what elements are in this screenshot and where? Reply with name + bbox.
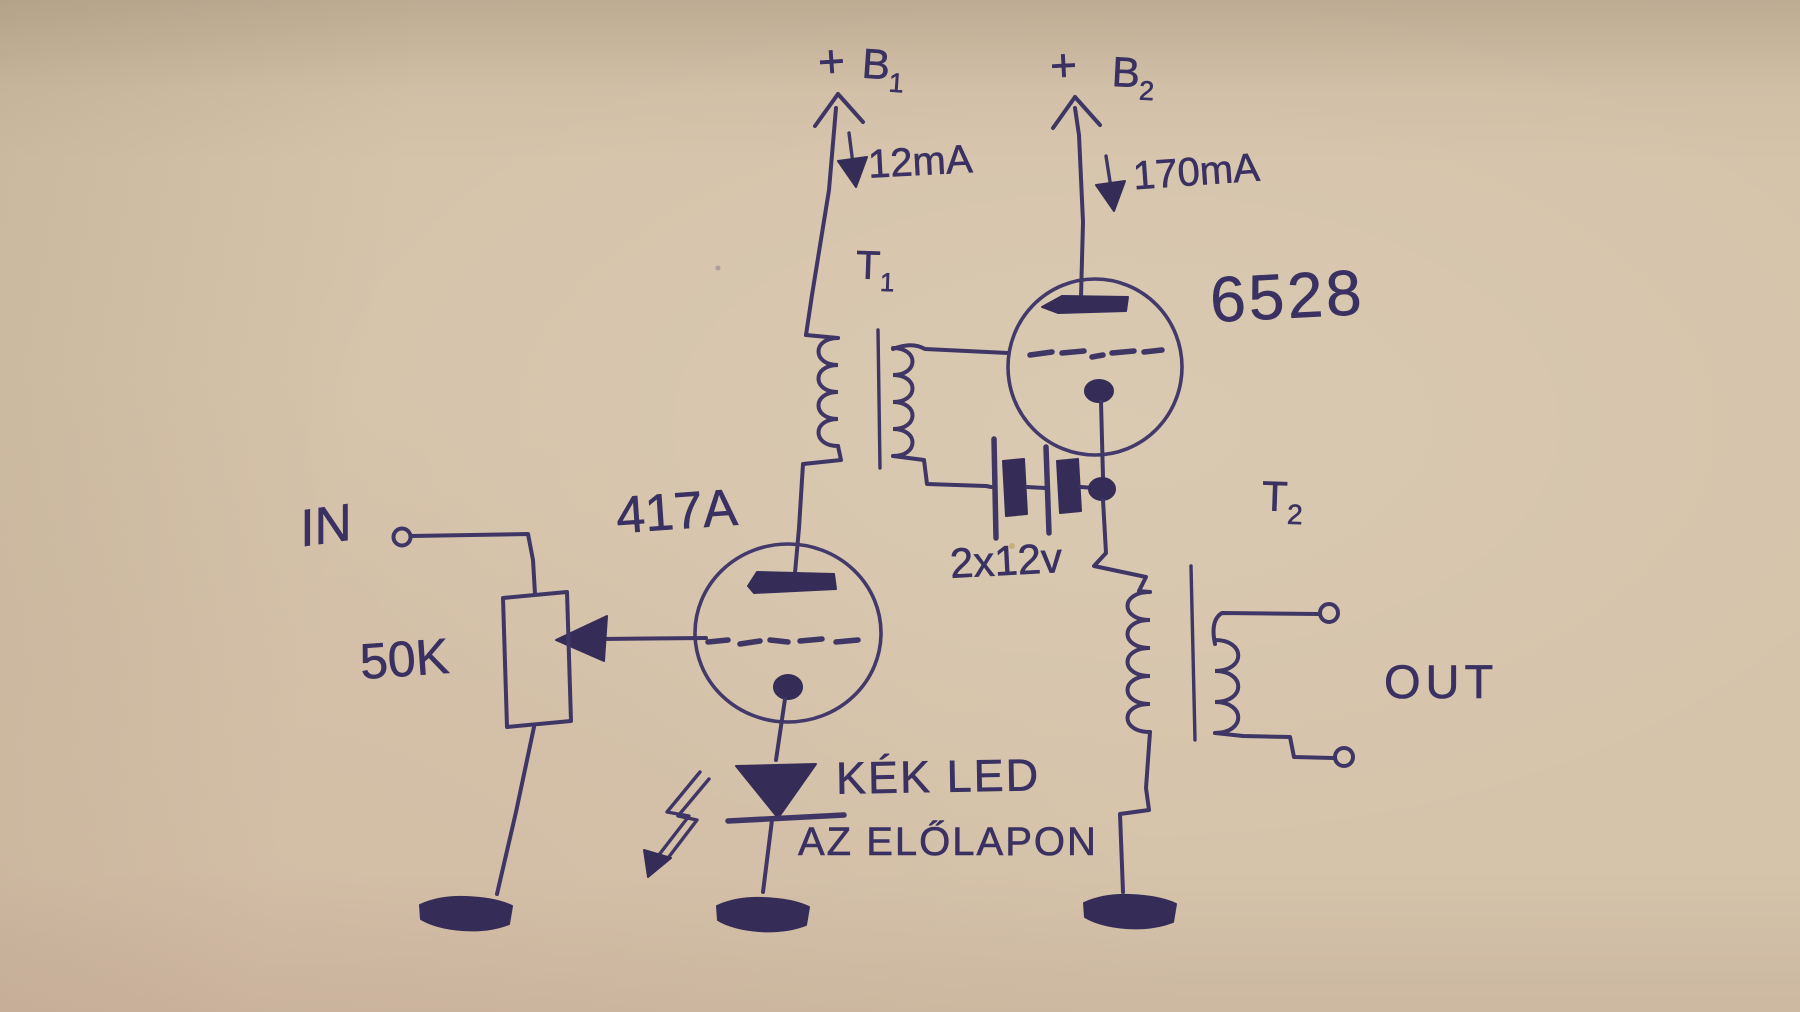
paper-speck [1009,543,1015,549]
t1-label: T1 [855,243,895,298]
b2-plus-sign: + [1048,38,1079,92]
pot-wiper-arrow-icon [555,615,708,662]
tube-417a [693,542,883,762]
tube-417a-label: 417A [614,478,740,546]
6528-grid [1027,347,1165,360]
in-terminal [391,526,413,548]
potentiometer-50k [409,532,573,896]
out-label: OUT [1384,655,1499,708]
transformer-t2 [1092,498,1335,894]
b1-label: B1 [860,39,905,99]
ground-symbol-3 [1083,893,1177,930]
t1-core [876,328,882,470]
battery-value-label: 2x12v [948,534,1064,587]
ground-symbol-1 [419,895,513,932]
out-terminal-top [1318,602,1340,624]
b1-supply-arrow-icon [804,92,865,337]
b2-current-arrow-icon [1095,154,1126,212]
417a-cathode [773,674,803,700]
out-terminal-bottom [1333,746,1355,768]
ground-symbol-2 [716,896,810,933]
6528-cathode [1084,379,1114,403]
b1-current-arrow-icon [837,131,868,188]
led-symbol [725,763,847,894]
led-cathode-bar [725,812,847,824]
tube-6528-label: 6528 [1208,256,1367,337]
6528-plate [1041,295,1129,314]
in-label: IN [300,493,352,559]
battery-2x12v [984,436,1096,541]
junction-dot [1088,477,1116,501]
417a-grid [705,636,861,647]
paper-speck [715,265,721,271]
led-note-line1: KÉK LED [835,749,1041,804]
pot-value-label: 50K [358,627,451,691]
transformer-t1 [793,328,1010,575]
b1-current-label: 12mA [866,137,974,187]
led-triangle [735,763,817,819]
b2-supply-arrow-icon [1051,95,1102,224]
b2-label: B2 [1110,47,1156,107]
t2-label: T2 [1261,472,1304,531]
led-flash-icon [643,770,711,878]
tube-6528 [1006,220,1184,479]
t2-core [1189,564,1197,742]
led-note-line2: AZ ELŐLAPON [798,820,1098,864]
b2-current-label: 170mA [1131,145,1262,199]
b1-plus-sign: + [816,34,847,88]
417a-plate [747,571,837,594]
